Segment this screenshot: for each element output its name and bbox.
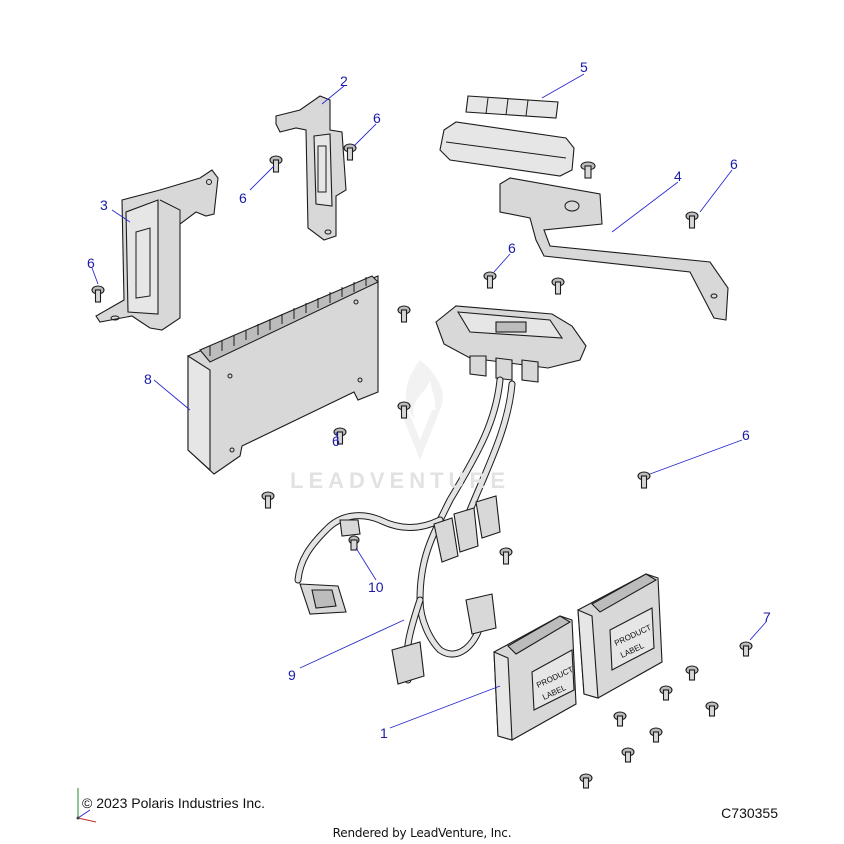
callout-6-a: 6 bbox=[373, 110, 381, 126]
callout-6-g: 6 bbox=[742, 427, 750, 443]
callout-labels: 1 2 3 4 5 6 6 6 6 6 6 6 7 8 9 10 bbox=[87, 59, 771, 741]
leader-lines bbox=[91, 73, 767, 729]
callout-8: 8 bbox=[144, 371, 152, 387]
rendered-by-credit: Rendered by LeadVenture, Inc. bbox=[332, 826, 512, 840]
screw-part-7-set bbox=[579, 641, 753, 789]
decal-part-5 bbox=[465, 95, 559, 119]
callout-6-f: 6 bbox=[332, 433, 340, 449]
callout-9: 9 bbox=[288, 667, 296, 683]
diagram-code: C730355 bbox=[721, 805, 778, 821]
callout-6-d: 6 bbox=[730, 156, 738, 172]
copyright-notice: © 2023 Polaris Industries Inc. bbox=[82, 795, 266, 811]
wiring-harness-part-9 bbox=[294, 376, 516, 684]
callout-6-b: 6 bbox=[239, 190, 247, 206]
callout-7: 7 bbox=[763, 609, 771, 625]
harness-connectors bbox=[299, 495, 501, 685]
fuse-box bbox=[435, 305, 587, 383]
callout-4: 4 bbox=[674, 168, 682, 184]
callout-6-e: 6 bbox=[508, 240, 516, 256]
watermark-text: LEADVENTURE bbox=[290, 468, 511, 493]
mounting-bracket-part-4 bbox=[499, 177, 729, 321]
bracket-part-2 bbox=[275, 95, 347, 241]
callout-10: 10 bbox=[368, 579, 384, 595]
controller-module-part-1-a: PRODUCT LABEL bbox=[493, 615, 577, 741]
callout-6-c: 6 bbox=[87, 255, 95, 271]
callout-3: 3 bbox=[100, 197, 108, 213]
module-part-8 bbox=[187, 275, 379, 475]
callout-1: 1 bbox=[380, 725, 388, 741]
axis-triad-icon bbox=[76, 788, 97, 823]
leadventure-watermark-logo bbox=[400, 360, 443, 460]
screw-part-6-set bbox=[91, 143, 699, 565]
sensor-part-10 bbox=[348, 535, 360, 551]
screw-near-cover bbox=[580, 161, 596, 179]
cover-part-5 bbox=[439, 121, 575, 177]
bracket-part-3 bbox=[95, 169, 219, 331]
callout-2: 2 bbox=[340, 73, 348, 89]
callout-5: 5 bbox=[580, 59, 588, 75]
controller-module-part-1-b: PRODUCT LABEL bbox=[577, 573, 663, 699]
